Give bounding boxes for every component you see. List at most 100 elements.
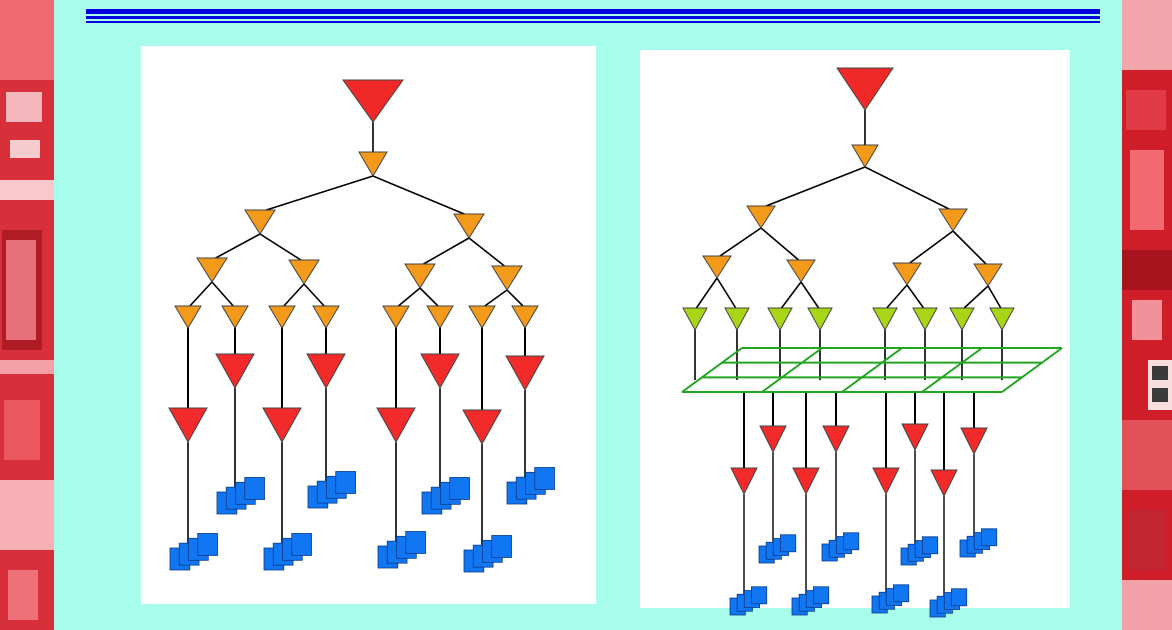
leaf-green-triangle-5 <box>912 307 938 332</box>
red-triangle-0 <box>730 467 758 496</box>
grid-col-line-1 <box>761 347 823 393</box>
branch-triangle-l3-1 <box>786 259 816 283</box>
red-triangle-6 <box>930 469 958 498</box>
root-triangle <box>836 67 894 111</box>
document-stack-4 <box>377 531 426 569</box>
document-stack-5 <box>900 536 939 566</box>
document-stack-2 <box>263 533 312 571</box>
document-stack-1 <box>216 477 265 515</box>
red-triangle-1 <box>215 353 255 390</box>
edge-l3-l4-0 <box>187 281 213 309</box>
left-document-stacks <box>169 467 555 573</box>
grid-col-line-3 <box>921 347 983 393</box>
slide-area <box>54 0 1122 630</box>
edge-l2-l3-1 <box>760 227 802 263</box>
document-icon <box>893 584 910 603</box>
edge-l3-l4-5 <box>906 284 926 311</box>
decorative-circuit-strip-right <box>1122 0 1172 630</box>
edge-l3-l4-4 <box>884 284 908 311</box>
branch-triangle-l3-3 <box>973 263 1003 287</box>
branch-triangle-l3-0 <box>702 255 732 279</box>
document-stack-5 <box>421 477 470 515</box>
document-icon <box>813 586 830 605</box>
document-icon <box>491 535 512 558</box>
red-triangle-6 <box>462 409 502 446</box>
edge-l3-l4-6 <box>961 285 989 311</box>
branch-triangle-l3-2 <box>892 262 922 286</box>
document-stack-1 <box>758 534 797 564</box>
document-icon <box>534 467 555 490</box>
leaf-green-triangle-1 <box>724 307 750 332</box>
red-triangle-7 <box>960 427 988 456</box>
branch-triangle-l2-1 <box>453 213 485 239</box>
right-parallelogram-grid <box>681 347 1063 393</box>
edge-l1-l2-1 <box>372 175 470 217</box>
left-tree-nodes <box>168 79 545 446</box>
edge-l3-l4-3 <box>800 281 821 311</box>
document-stack-6 <box>463 535 512 573</box>
edge-l2-l3-2 <box>906 230 954 266</box>
circuit-board-image-right <box>1122 0 1172 630</box>
branch-triangle-l1 <box>358 151 388 177</box>
circuit-board-image-left <box>0 0 54 630</box>
document-stack-3 <box>821 532 860 562</box>
edge-l2-l3-0 <box>716 227 762 259</box>
branch-triangle-l1 <box>851 144 879 168</box>
leaf-green-triangle-6 <box>949 307 975 332</box>
red-triangle-2 <box>792 467 820 496</box>
red-triangle-0 <box>168 407 208 444</box>
edge-l3-l4-5 <box>419 287 441 309</box>
document-icon <box>843 532 860 551</box>
red-triangle-7 <box>505 355 545 392</box>
root-triangle <box>342 79 404 123</box>
edge-l3-l4-0 <box>694 277 718 311</box>
edge-l2-l3-1 <box>259 233 305 263</box>
document-stack-7 <box>506 467 555 505</box>
edge-l3-l4-4 <box>395 287 421 309</box>
edge-l2-l3-3 <box>952 230 989 267</box>
edge-l3-l4-7 <box>506 289 526 309</box>
branch-triangle-l3-1 <box>288 259 320 285</box>
leaf-triangle-4 <box>382 305 410 329</box>
document-icon <box>751 586 768 605</box>
edge-l3-l4-2 <box>281 283 305 309</box>
left-tree-diagram <box>168 79 555 573</box>
leaf-green-triangle-7 <box>989 307 1015 332</box>
leaf-triangle-0 <box>174 305 202 329</box>
document-icon <box>197 533 218 556</box>
leaf-triangle-6 <box>468 305 496 329</box>
document-stack-7 <box>959 528 998 558</box>
decorative-circuit-strip-left <box>0 0 54 630</box>
document-icon <box>405 531 426 554</box>
document-icon <box>981 528 998 547</box>
leaf-green-triangle-3 <box>807 307 833 332</box>
document-stack-2 <box>791 586 830 616</box>
document-icon <box>922 536 939 555</box>
top-double-rule <box>86 9 1100 23</box>
document-stack-0 <box>729 586 768 616</box>
right-hierarchy-panel <box>640 50 1070 618</box>
grid-col-line-0 <box>681 347 743 393</box>
edge-l2-l3-3 <box>468 237 508 269</box>
edge-l1-l2-1 <box>864 166 954 212</box>
edge-l3-l4-1 <box>716 277 738 311</box>
red-triangle-3 <box>306 353 346 390</box>
right-tree-diagram <box>681 67 1063 618</box>
red-triangle-4 <box>872 467 900 496</box>
red-triangle-5 <box>901 423 929 452</box>
document-icon <box>244 477 265 500</box>
document-stack-0 <box>169 533 218 571</box>
edge-l2-l3-0 <box>211 233 261 261</box>
branch-triangle-l3-2 <box>404 263 436 289</box>
leaf-triangle-1 <box>221 305 249 329</box>
right-tree-nodes <box>682 67 1015 498</box>
red-triangle-4 <box>376 407 416 444</box>
grid-col-line-4 <box>1001 347 1063 393</box>
leaf-triangle-5 <box>426 305 454 329</box>
right-tree-edges <box>694 110 1003 596</box>
edge-l3-l4-7 <box>987 285 1003 311</box>
edge-l3-l4-2 <box>779 281 802 311</box>
leaf-triangle-7 <box>511 305 539 329</box>
branch-triangle-l2-0 <box>746 205 776 229</box>
left-tree-edges <box>187 122 526 546</box>
